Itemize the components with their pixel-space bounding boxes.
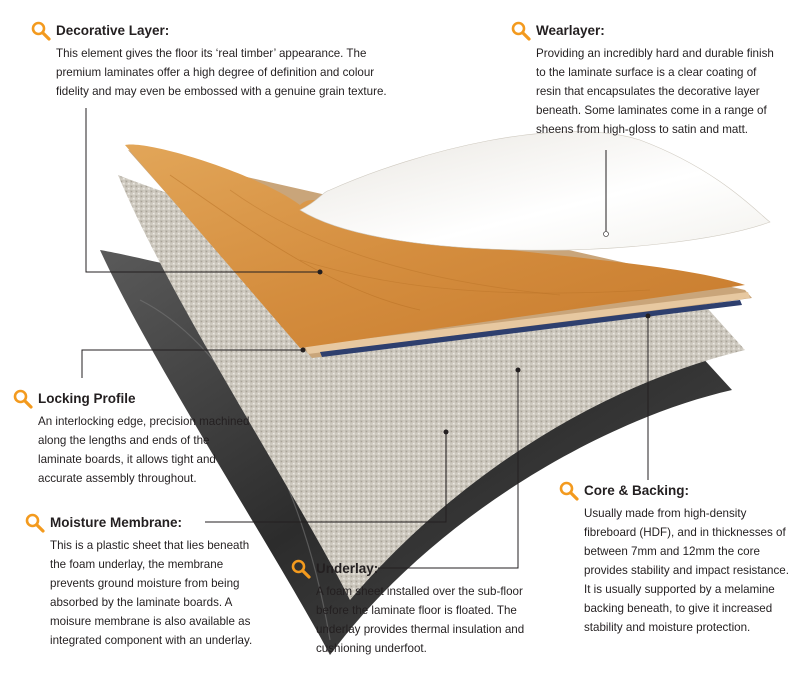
decorative-layer-title: Decorative Layer: — [56, 23, 170, 38]
moisture-membrane-title: Moisture Membrane: — [50, 515, 183, 530]
callout-moisture-membrane: Moisture Membrane: This is a plastic she… — [24, 512, 264, 650]
core-backing-description: Usually made from high-density fibreboar… — [584, 507, 789, 634]
magnifier-icon — [31, 21, 51, 41]
decorative-layer — [125, 144, 745, 348]
callout-core-backing: Core & Backing: Usually made from high-d… — [558, 480, 790, 637]
callout-underlay: Underlay: A foam sheet installed over th… — [290, 558, 540, 658]
magnifier-icon — [511, 21, 531, 41]
moisture-membrane-description: This is a plastic sheet that lies beneat… — [50, 539, 253, 647]
underlay-description: A foam sheet installed over the sub-floo… — [316, 585, 525, 655]
wearlayer-sheet — [299, 131, 771, 251]
callout-decorative-layer: Decorative Layer: This element gives the… — [30, 20, 400, 101]
magnifier-icon — [13, 389, 33, 409]
locking-profile-description: An interlocking edge, precision machined… — [38, 415, 250, 485]
underlay-title: Underlay: — [316, 561, 379, 576]
decorative-layer-description: This element gives the floor its ‘real t… — [56, 47, 387, 98]
wearlayer-description: Providing an incredibly hard and durable… — [536, 47, 774, 136]
core-backing-title: Core & Backing: — [584, 483, 690, 498]
magnifier-icon — [559, 481, 579, 501]
leader-lines — [81, 108, 651, 569]
locking-profile-title: Locking Profile — [38, 391, 136, 406]
magnifier-icon — [25, 513, 45, 533]
callout-wearlayer: Wearlayer: Providing an incredibly hard … — [510, 20, 778, 139]
wearlayer-title: Wearlayer: — [536, 23, 605, 38]
magnifier-icon — [291, 559, 311, 579]
callout-locking-profile: Locking Profile An interlocking edge, pr… — [12, 388, 252, 488]
